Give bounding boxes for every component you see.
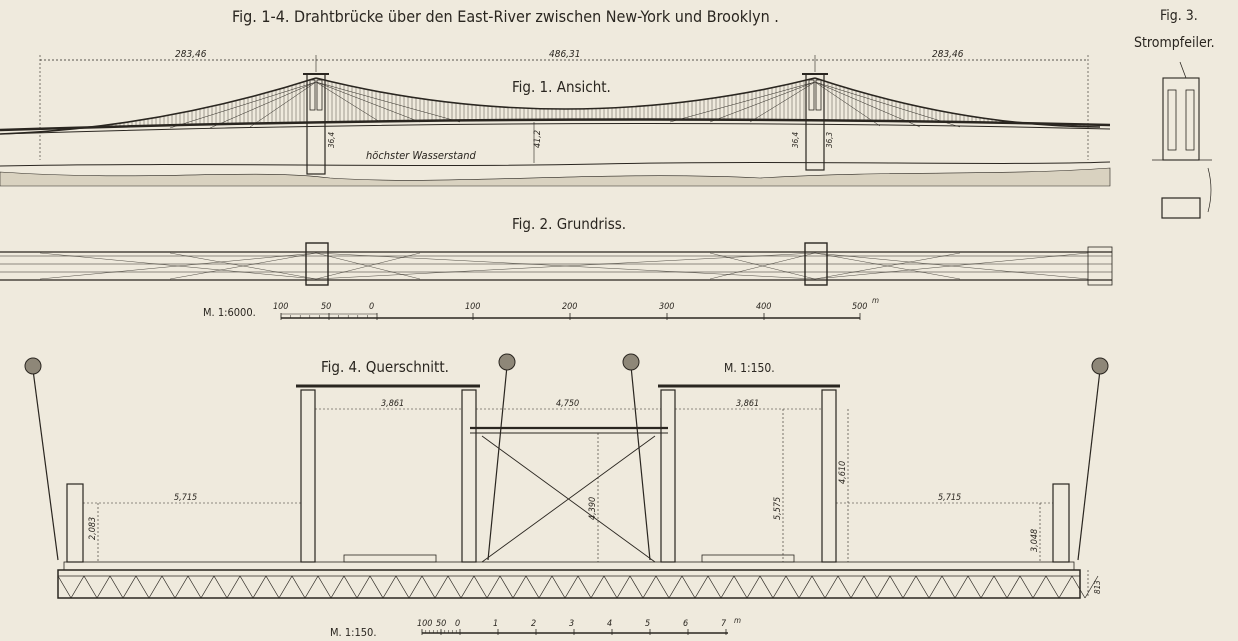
dim-tower-left: 36,4 [327,132,336,148]
outer-post-right [1052,483,1070,563]
track-left [343,554,437,563]
fig4-scale-label: M. 1:150. [724,361,775,375]
upper-frame-right [658,384,840,563]
scale1-tick-4: 200 [562,302,577,312]
dim-center-width: 4,750 [556,399,579,409]
dim-center-height: 4,390 [588,497,598,520]
scale1-tick-1: 50 [321,302,331,312]
tower-right [802,73,828,171]
scale1-tick-5: 300 [659,302,674,312]
track-right [701,554,795,563]
deck-floor [63,561,1075,571]
riverbed [0,167,1111,187]
stay-cables [169,81,961,129]
upper-frame-left [296,384,480,563]
dim-clearance: 41,2 [533,130,543,148]
sheet-title: Fig. 1-4. Drahtbrücke über den East-Rive… [232,7,779,26]
scale2-tick-4: 2 [531,619,536,629]
scale1-unit: m [872,296,879,305]
scale2-tick-0: 100 [417,619,432,629]
scale1-tick-7: 500 [852,302,867,312]
dim-left-outer: 5,715 [174,493,197,503]
scale1-tick-0: 100 [273,302,288,312]
suspender-rods [32,365,1101,561]
dim-side-span-left: 283,46 [175,49,207,60]
scale1-tick-2: 0 [369,302,374,312]
dim-left-box: 3,861 [381,399,404,409]
outer-post-left [66,483,84,563]
center-diagonal-b [481,435,656,563]
plan-anchorage-right [1087,246,1113,286]
main-cable-left [0,77,317,135]
dim-left-height: 2,083 [88,517,98,540]
main-cable-section-1 [24,357,42,375]
dim-right-box: 3,861 [736,399,759,409]
plan-tower-left [305,242,329,286]
dim-tower-right-a: 36,4 [791,132,800,148]
plan-cable-bracing [39,252,1089,280]
fig3-pier: Fig. 3. Strompfeiler. [1134,8,1215,219]
scale2-label: M. 1:150. [330,626,376,639]
main-cable-section-3 [622,353,640,371]
dim-side-span-right: 283,46 [932,49,964,60]
fig4-label: Fig. 4. Querschnitt. [321,358,449,376]
dim-inner-height: 5,575 [773,497,783,520]
dim-right-outer: 5,715 [938,493,961,503]
scale2-tick-1: 50 [436,619,446,629]
main-cable-section-2 [498,353,516,371]
scale2-tick-5: 3 [569,619,574,629]
fig4-cross-section: Fig. 4. Querschnitt. M. 1:150. [24,353,1109,599]
scale2-tick-8: 6 [683,619,688,629]
dim-tower-right-b: 36,3 [825,132,834,148]
main-cable-section-4 [1091,357,1109,375]
scale1-label: M. 1:6000. [203,306,256,319]
fig3-label: Fig. 3. [1160,8,1198,24]
scale1-tick-3: 100 [465,302,480,312]
fig1-label: Fig. 1. Ansicht. [512,78,611,96]
dim-right-outer-height: 3,048 [1030,529,1040,552]
fig4-dimension-lines [83,408,1089,598]
fig3-sublabel: Strompfeiler. [1134,35,1215,51]
scale1-tick-6: 400 [756,302,771,312]
water-level-label: höchster Wasserstand [366,149,476,162]
pier-plan [1161,197,1201,219]
truss-web [57,575,1099,599]
scale2-tick-9: 7 [721,619,727,629]
dim-main-span: 486,31 [549,49,580,60]
tower-left [303,73,329,175]
main-cable-right [814,77,1101,128]
main-cable-center [315,77,816,110]
suspender-hatch [59,80,1089,131]
dim-deck-height: 813 [1093,580,1102,594]
fig2-plan: Fig. 2. Grundriss. [0,215,1113,286]
dim-right-box-height: 4,610 [838,461,848,484]
fig1-elevation: 283,46 486,31 283,46 [0,49,1111,187]
bridge-deck [0,118,1111,132]
fig2-label: Fig. 2. Grundriss. [512,215,626,233]
scale2-tick-2: 0 [455,619,460,629]
scale2-tick-3: 1 [493,619,498,629]
scale2-tick-6: 4 [607,619,612,629]
plan-tower-right [804,242,828,286]
scale2-unit: m [734,616,741,625]
scale2-tick-7: 5 [645,619,650,629]
water-line [0,161,1111,167]
